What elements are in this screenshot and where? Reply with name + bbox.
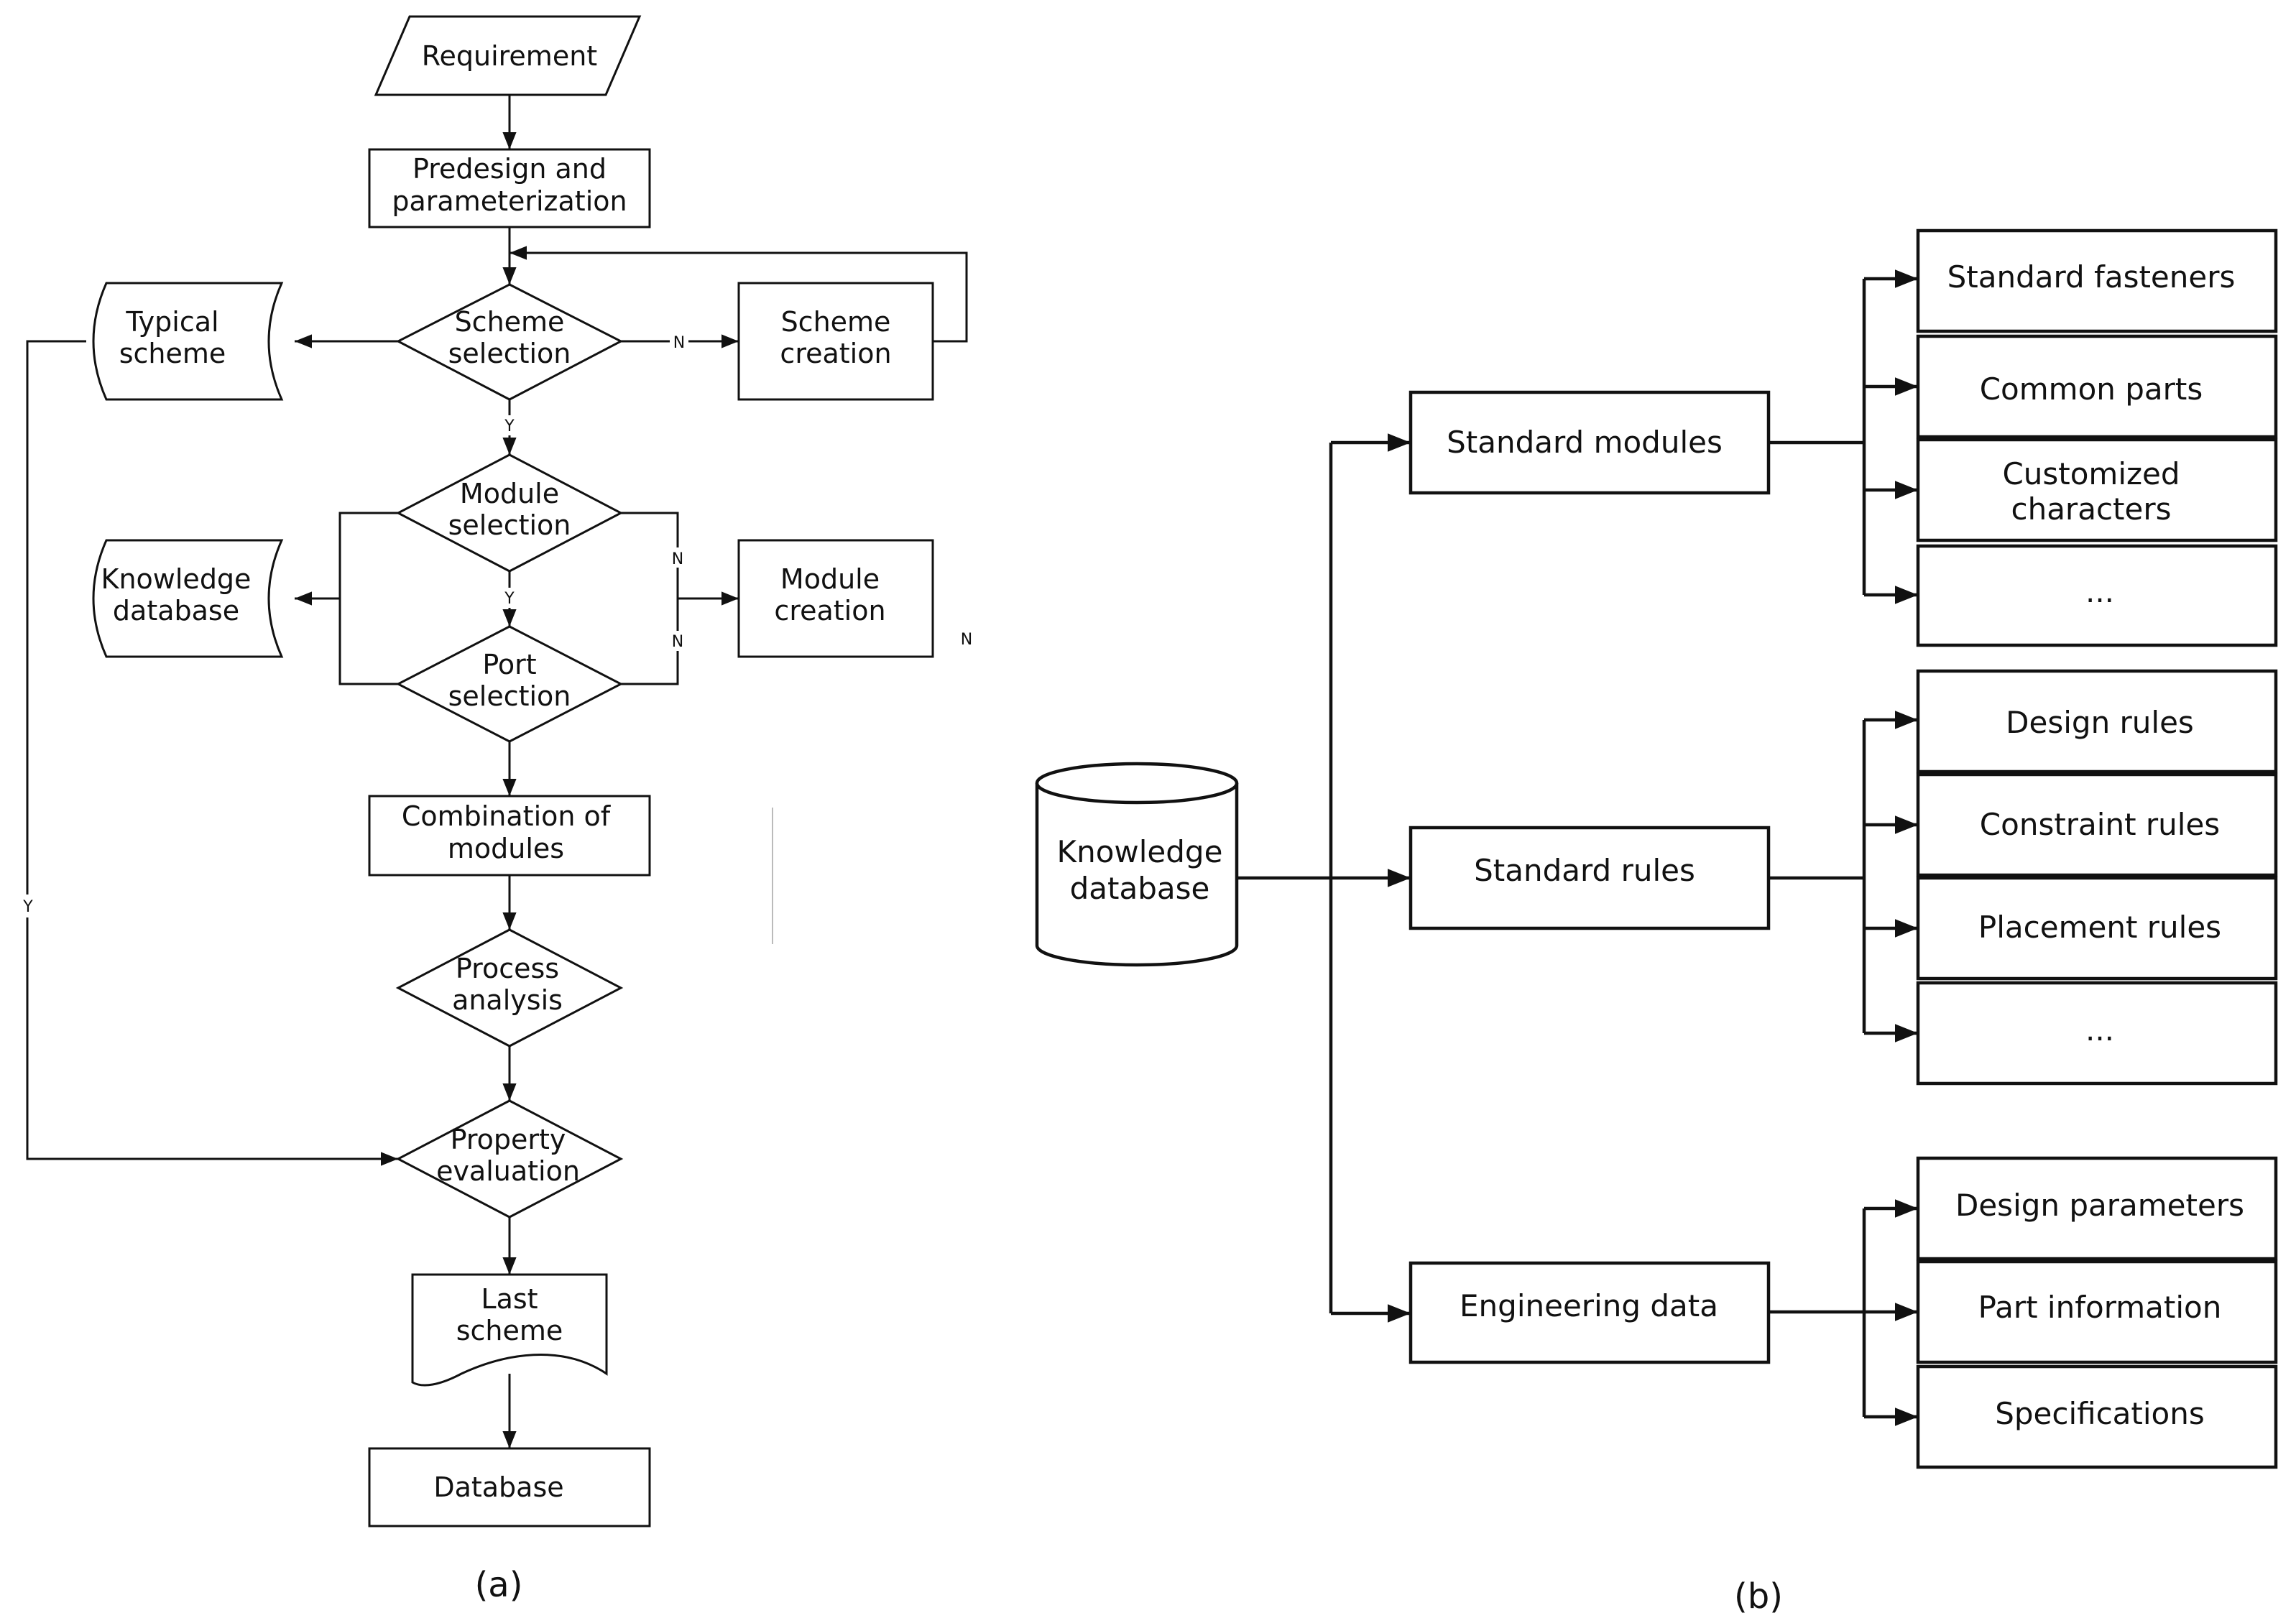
module-creation-node: Module creation — [737, 539, 934, 658]
typical-scheme-node: Typical scheme — [92, 282, 284, 401]
scheme-creation-label-line1: Scheme — [781, 306, 891, 338]
leaf-label: Design parameters — [1955, 1188, 2244, 1223]
module-selection-node: Module selection — [395, 453, 624, 573]
tag-y-scheme: Y — [504, 417, 515, 435]
flowchart-a: N Y N Y N Y N Requirement Predesign and … — [19, 15, 977, 1605]
branch-label: Engineering data — [1460, 1288, 1718, 1323]
branch-standard-rules: Standard rules — [1409, 826, 1771, 930]
tag-n-loop: N — [961, 631, 972, 649]
leaf-label: Design rules — [2006, 705, 2194, 740]
arrow-typical-y-loop — [26, 340, 398, 1166]
line-module-port-left — [338, 512, 398, 685]
scheme-selection-label-line1: Scheme — [455, 306, 565, 338]
process-analysis-node: Process analysis — [395, 928, 624, 1048]
leaf-part-information: Part information — [1916, 1259, 2278, 1364]
leaf-label: Constraint rules — [1980, 807, 2220, 842]
leaf-label-line2: characters — [2011, 491, 2171, 527]
leaf-standard-fasteners: Standard fasteners — [1916, 228, 2278, 333]
tag-n-scheme: N — [673, 334, 685, 352]
leaf-constraint-rules: Constraint rules — [1916, 772, 2278, 877]
typical-scheme-label-line2: scheme — [119, 338, 226, 369]
predesign-label-line1: Predesign and — [412, 153, 607, 185]
leaf-label: Specifications — [1995, 1396, 2205, 1431]
branch-engineering-data: Engineering data — [1409, 1261, 1771, 1364]
leaf-label: Common parts — [1980, 371, 2203, 407]
leaf-label: Part information — [1978, 1290, 2222, 1325]
combination-node: Combination of modules — [368, 795, 651, 877]
caption-b: (b) — [1734, 1576, 1783, 1617]
caption-a: (a) — [475, 1565, 523, 1605]
leaf-design-parameters: Design parameters — [1916, 1156, 2278, 1261]
root-label-line2: database — [1070, 871, 1210, 906]
knowledge-database-root: Knowledge database — [1035, 762, 1239, 967]
scheme-selection-node: Scheme selection — [395, 283, 624, 401]
leaf-customized-characters: Customized characters — [1916, 438, 2278, 542]
property-evaluation-label-line1: Property — [451, 1124, 566, 1155]
requirement-label: Requirement — [422, 40, 597, 72]
root-label-line1: Knowledge — [1057, 834, 1223, 869]
branch-standard-modules: Standard modules — [1409, 390, 1771, 495]
last-scheme-label-line2: scheme — [456, 1315, 563, 1346]
yes-no-tags: N Y N Y N Y N — [19, 332, 977, 917]
process-analysis-label-line1: Process — [456, 953, 559, 984]
branch-label: Standard modules — [1447, 425, 1723, 460]
knowledge-database-label-line1: Knowledge — [101, 563, 252, 595]
port-selection-label-line1: Port — [482, 649, 536, 680]
property-evaluation-label-line2: evaluation — [436, 1155, 580, 1187]
leaf-rules-ellipsis: ... — [1916, 981, 2278, 1086]
leaf-label: ... — [2085, 574, 2114, 609]
tag-n-port: N — [672, 633, 683, 651]
leaf-label-line1: Customized — [2002, 456, 2180, 491]
process-analysis-label-line2: analysis — [452, 984, 563, 1016]
knowledge-database-node: Knowledge database — [92, 539, 284, 658]
combination-label-line2: modules — [448, 833, 564, 864]
port-selection-node: Port selection — [395, 625, 624, 743]
typical-scheme-label-line1: Typical — [125, 306, 218, 338]
property-evaluation-node: Property evaluation — [395, 1099, 624, 1219]
module-selection-label-line2: selection — [448, 509, 571, 541]
leaf-placement-rules: Placement rules — [1916, 876, 2278, 981]
combination-label-line1: Combination of — [402, 800, 612, 832]
leaf-specifications: Specifications — [1916, 1364, 2278, 1469]
leaf-modules-ellipsis: ... — [1916, 544, 2278, 647]
module-creation-label-line1: Module — [780, 563, 880, 595]
leaf-design-rules: Design rules — [1916, 669, 2278, 774]
port-selection-label-line2: selection — [448, 680, 571, 712]
leaf-label: ... — [2085, 1012, 2114, 1048]
leaf-common-parts: Common parts — [1916, 334, 2278, 439]
last-scheme-label-line1: Last — [481, 1283, 538, 1315]
leaf-label: Standard fasteners — [1947, 259, 2236, 295]
module-selection-label-line1: Module — [460, 478, 559, 509]
knowledge-tree-b: Knowledge database Standard modules Stan… — [1035, 228, 2278, 1617]
scheme-selection-label-line2: selection — [448, 338, 571, 369]
module-creation-label-line2: creation — [774, 595, 885, 627]
line-module-port-right — [621, 512, 679, 685]
tree-connectors — [1237, 269, 1918, 1426]
leaf-label: Placement rules — [1978, 910, 2221, 945]
database-node: Database — [368, 1447, 651, 1527]
tag-n-module: N — [672, 550, 683, 568]
scheme-creation-node: Scheme creation — [737, 282, 934, 401]
tag-y-module: Y — [504, 590, 515, 608]
database-label: Database — [433, 1471, 563, 1503]
last-scheme-node: Last scheme — [411, 1273, 608, 1387]
tag-y-loop: Y — [22, 898, 33, 916]
branch-label: Standard rules — [1474, 853, 1695, 888]
scheme-creation-label-line2: creation — [780, 338, 891, 369]
requirement-node: Requirement — [374, 15, 642, 96]
predesign-label-line2: parameterization — [392, 185, 627, 217]
knowledge-database-label-line2: database — [113, 595, 239, 627]
predesign-node: Predesign and parameterization — [368, 148, 651, 228]
